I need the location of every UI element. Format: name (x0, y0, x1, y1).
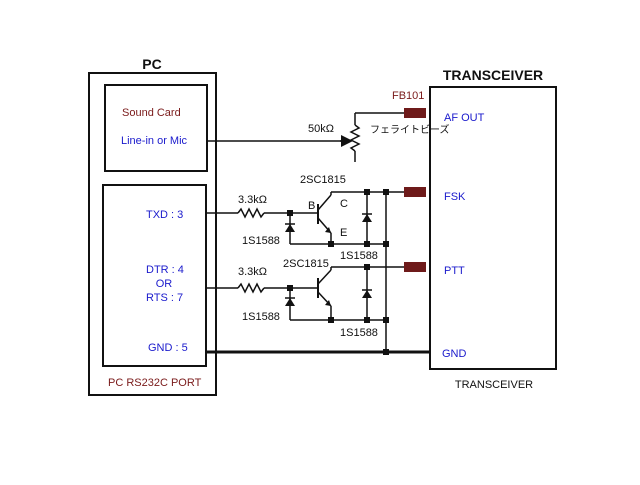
af-out-label: AF OUT (444, 112, 485, 124)
junction-dots (287, 189, 389, 355)
transceiver-block: TRANSCEIVER TRANSCEIVER AF OUT FSK PTT G… (429, 67, 557, 391)
pot-value-label: 50kΩ (308, 123, 334, 135)
fb101-label: FB101 (392, 90, 424, 102)
transceiver-outline (429, 86, 557, 370)
gnd-transceiver-label: GND (442, 348, 467, 360)
q1-base-label: B (308, 200, 315, 212)
d1-part-label: 1S1588 (242, 235, 280, 247)
rts-label: RTS : 7 (146, 292, 183, 304)
rs232c-box (102, 184, 207, 367)
fsk-connector (404, 187, 426, 197)
ferrite-bead-fb101 (404, 108, 426, 118)
q1-emitter-arrow (325, 227, 331, 233)
transceiver-caption: TRANSCEIVER (455, 379, 533, 391)
af-path (207, 112, 404, 162)
dtr-label: DTR : 4 (146, 264, 184, 276)
q1-collector-label: C (340, 198, 348, 210)
pc-outline (88, 72, 217, 396)
gnd-pc-label: GND : 5 (148, 342, 188, 354)
ptt-connector (404, 262, 426, 272)
d2-part-label: 1S1588 (340, 250, 378, 262)
pc-title: PC (142, 56, 161, 72)
q1-part-label: 2SC1815 (300, 174, 346, 186)
q2-emitter-arrow (325, 300, 331, 306)
ferrite-bead-label: フェライトビーズ (370, 123, 450, 136)
d1-diode-symbol (285, 224, 295, 232)
d4-diode-symbol (362, 290, 372, 298)
d3-part-label: 1S1588 (242, 311, 280, 323)
sound-card-box (104, 84, 208, 172)
ptt-label: PTT (444, 265, 465, 277)
d4-part-label: 1S1588 (340, 327, 378, 339)
sound-card-label: Sound Card (122, 107, 181, 119)
d3-diode-symbol (285, 298, 295, 306)
r1-value-label: 3.3kΩ (238, 194, 267, 206)
line-in-label: Line-in or Mic (121, 135, 188, 147)
txd-label: TXD : 3 (146, 209, 183, 221)
q1-emitter-label: E (340, 227, 347, 239)
ptt-keying-circuit (206, 266, 404, 321)
d2-diode-symbol (362, 214, 372, 222)
or-label: OR (156, 278, 173, 290)
fsk-label: FSK (444, 191, 466, 203)
transceiver-title: TRANSCEIVER (443, 67, 543, 83)
q2-part-label: 2SC1815 (283, 258, 329, 270)
pc-block: PC Sound Card Line-in or Mic TXD : 3 DTR… (88, 56, 217, 396)
rs232c-port-label: PC RS232C PORT (108, 377, 202, 389)
r2-value-label: 3.3kΩ (238, 266, 267, 278)
